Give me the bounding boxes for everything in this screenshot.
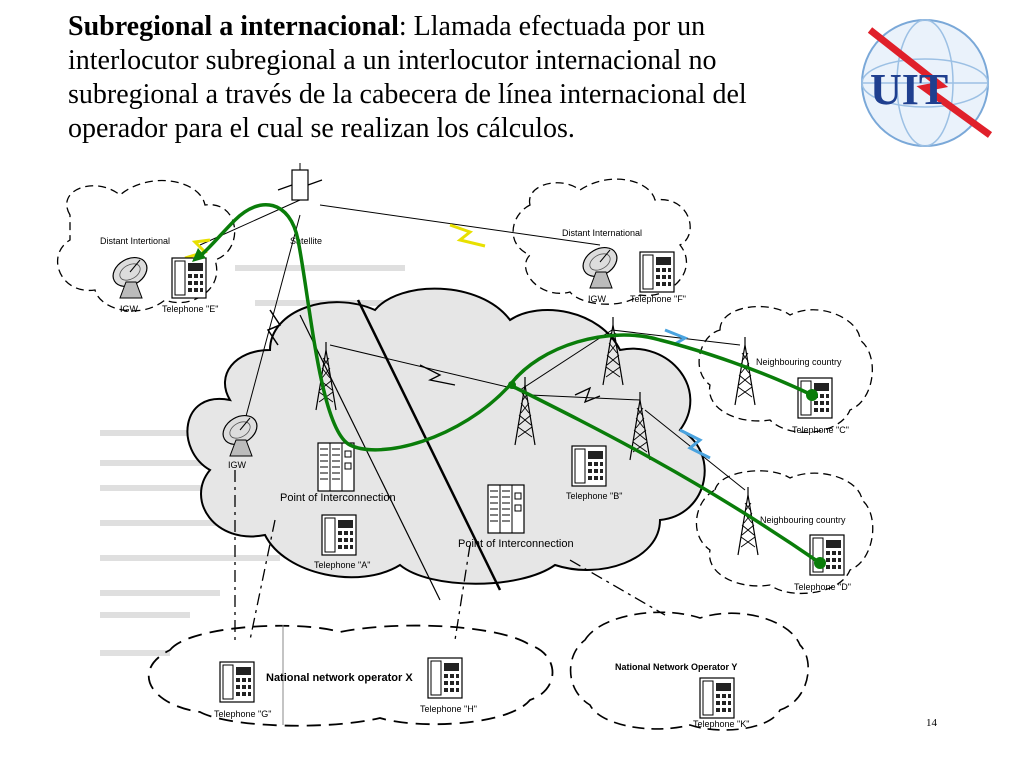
neighbour-2-cloud (695, 470, 874, 595)
telephone-g-icon (219, 661, 255, 703)
telephone-f-label: Telephone "F" (630, 294, 686, 304)
poi-1-switch-icon (317, 442, 355, 492)
call-route (196, 203, 822, 565)
page-number: 14 (926, 717, 937, 729)
distant-left-cloud (56, 179, 236, 312)
distant-right-label: Distant International (562, 228, 642, 238)
satellite-icon (277, 163, 323, 201)
central-network-cloud (186, 287, 706, 585)
telephone-f-icon (639, 251, 675, 293)
poi-2-switch-icon (487, 484, 525, 534)
route-end-c-dot (806, 389, 818, 401)
poi-1-label: Point of Interconnection (280, 492, 396, 504)
dashdot-connections (234, 470, 666, 641)
telephone-e-icon (171, 257, 207, 299)
route-to-telephone-c (508, 333, 814, 397)
uit-logo-text: UIT (870, 65, 948, 114)
national-x-label: National network operator X (266, 672, 413, 684)
national-x-cloud (147, 624, 554, 727)
telephone-c-label: Telephone "C" (792, 425, 849, 435)
route-end-d-dot (814, 557, 826, 569)
heading-bold: Subregional a internacional (68, 11, 399, 42)
telephone-e-label: Telephone "E" (162, 304, 218, 314)
slide-heading: Subregional a internacional: Llamada efe… (68, 10, 838, 146)
telephone-d-icon (809, 534, 845, 576)
igw-left-label: IGW (120, 304, 139, 314)
route-to-telephone-d (508, 383, 822, 565)
telephone-a-icon (321, 514, 357, 556)
neighbour-1-label: Neighbouring country (756, 357, 842, 367)
route-to-telephone-e (196, 203, 512, 452)
satellite-label: Satellite (290, 236, 322, 246)
telephone-d-label: Telephone "D" (794, 582, 851, 592)
divider-line-1 (356, 299, 502, 591)
arrowhead-icon (192, 248, 206, 262)
igw-right-dish-icon (577, 241, 623, 289)
telephone-g-label: Telephone "G" (214, 709, 271, 719)
telephone-h-icon (427, 657, 463, 699)
telephone-b-icon (571, 445, 607, 487)
national-y-label: National Network Operator Y (615, 662, 737, 672)
igw-left-dish-icon (107, 251, 153, 299)
distant-left-label: Distant Intertional (100, 236, 170, 246)
telephone-h-label: Telephone "H" (420, 704, 477, 714)
route-origin-dot (508, 381, 516, 389)
telephone-a-label: Telephone "A" (314, 560, 370, 570)
heading-rest: : Llamada efectuada por un interlocutor … (68, 11, 747, 144)
neighbour-1-cloud (698, 305, 873, 433)
neighbour-2-label: Neighbouring country (760, 515, 846, 525)
igw-center-label: IGW (228, 460, 247, 470)
uit-logo: UIT (861, 19, 993, 147)
igw-right-label: IGW (588, 294, 607, 304)
telephone-k-icon (699, 677, 735, 719)
poi-2-label: Point of Interconnection (458, 538, 574, 550)
national-y-cloud (569, 611, 809, 731)
telephone-k-label: Telephone "K" (693, 719, 749, 729)
telephone-b-label: Telephone "B" (566, 491, 622, 501)
